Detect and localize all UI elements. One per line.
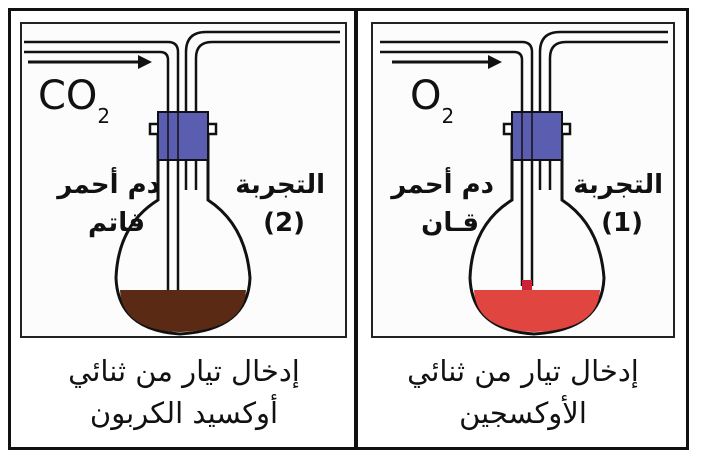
flask-stopper-2: [148, 111, 218, 161]
experiment-2-panel: [20, 22, 347, 338]
round-bottom-flask-2: [114, 134, 252, 336]
gas-outlet-tube-2: [184, 30, 340, 190]
blood-label-1-line1: دم أحمر: [391, 170, 494, 200]
experiment-1-apparatus: [380, 30, 668, 336]
gas-label-1: O2: [410, 73, 455, 128]
blood-label-2-line2: قاتم: [88, 208, 145, 238]
blood-liquid-2: [120, 290, 246, 332]
experiment-2-apparatus: [24, 30, 340, 336]
gas-inlet-tube-1: [380, 40, 534, 286]
blood-liquid-1: [474, 290, 600, 332]
caption-2-line2: أوكسيد الكربون: [89, 396, 279, 430]
gas-label-2: CO2: [38, 73, 111, 128]
blood-label-2-line1: دم أحمر: [57, 170, 160, 200]
blood-label-1-line2: قـان: [421, 208, 479, 238]
gas-inlet-tube-2: [24, 40, 180, 290]
experiment-1-number: (1): [601, 208, 643, 238]
gas-outlet-tube-1: [538, 30, 668, 190]
caption-1-line1: إدخال تيار من ثنائي: [407, 354, 639, 388]
experiment-2-number: (2): [263, 208, 305, 238]
caption-2-line1: إدخال تيار من ثنائي: [68, 354, 300, 388]
experiment-2-title: التجربة: [235, 170, 325, 200]
caption-1-line2: الأوكسجين: [459, 396, 587, 430]
gas-flow-arrow-2: [28, 55, 152, 69]
experiment-1-title: التجربة: [573, 170, 663, 200]
tube-tip-1: [522, 280, 532, 290]
flask-stopper-1: [502, 111, 572, 161]
round-bottom-flask-1: [468, 134, 606, 336]
center-divider: [354, 8, 358, 450]
gas-flow-arrow-1: [392, 55, 502, 69]
